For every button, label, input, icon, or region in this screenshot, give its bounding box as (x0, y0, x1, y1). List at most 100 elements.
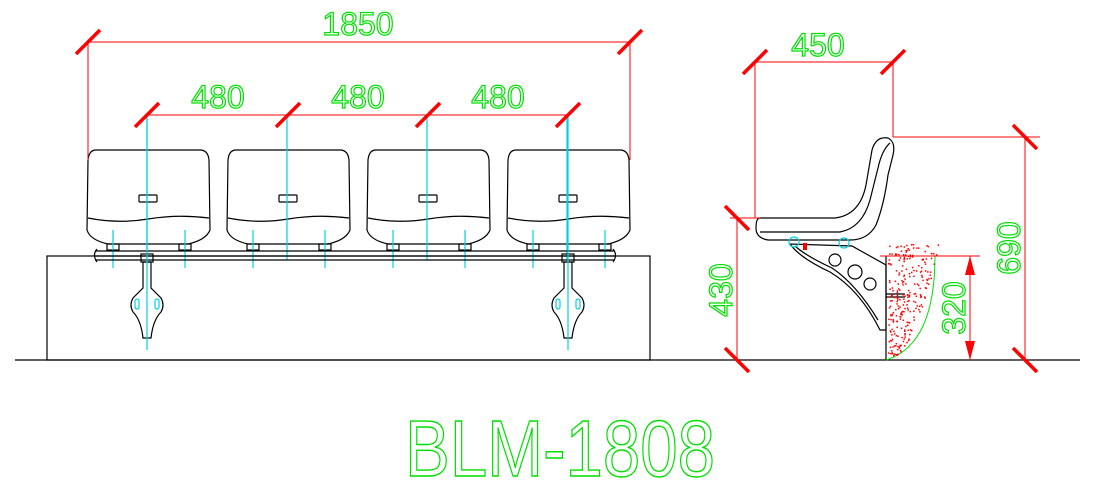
concrete-dot (922, 258, 924, 260)
concrete-dot (928, 278, 930, 280)
concrete-dot (912, 247, 915, 249)
dimension-riser-height: 320 (880, 255, 980, 360)
front-view: 1850 480 480 480 (46, 5, 651, 361)
concrete-dot (899, 315, 901, 318)
concrete-dot (890, 318, 892, 321)
concrete-dot (908, 249, 910, 251)
dimension-overall-width: 1850 (74, 5, 644, 160)
leg (551, 115, 585, 350)
concrete-dot (901, 270, 903, 272)
dimension-label-690: 690 (991, 221, 1027, 274)
concrete-dot (910, 244, 913, 246)
concrete-dot (904, 334, 906, 336)
concrete-dot (890, 264, 892, 266)
concrete-dot (908, 294, 911, 296)
concrete-dot (900, 250, 903, 252)
concrete-dot (894, 353, 896, 356)
concrete-dot (906, 341, 908, 344)
concrete-dot (888, 259, 891, 261)
seat (86, 115, 211, 268)
model-title: BLM-1808 (405, 404, 715, 493)
concrete-dot (901, 280, 903, 282)
seat (366, 115, 491, 268)
concrete-dot (922, 279, 924, 282)
concrete-dot (926, 245, 928, 247)
seat-shell-inner (760, 142, 891, 233)
concrete-dot (903, 311, 905, 313)
concrete-dot (927, 271, 929, 273)
concrete-dot (891, 350, 893, 352)
bracket-hole (847, 264, 863, 280)
concrete-dot (900, 313, 902, 316)
concrete-dot (891, 295, 893, 297)
concrete-dot (897, 335, 899, 337)
concrete-dot (902, 310, 904, 313)
concrete-dot (913, 300, 915, 303)
concrete-dot (937, 244, 940, 246)
concrete-edge (885, 255, 936, 361)
concrete-dot (904, 330, 906, 332)
concrete-dot (925, 287, 928, 290)
concrete-dot (909, 254, 912, 256)
side-view: 450 690 430 320 (702, 26, 1040, 374)
concrete-dot (899, 349, 902, 352)
concrete-dot (893, 354, 895, 357)
concrete-dot (901, 314, 903, 316)
concrete-dot (909, 310, 911, 313)
concrete-dot (926, 279, 929, 281)
concrete-dot (903, 246, 906, 248)
concrete-dot (889, 339, 892, 342)
concrete-dot (933, 263, 935, 265)
concrete-dot (909, 291, 911, 294)
concrete-dot (924, 250, 926, 253)
concrete-dot (895, 308, 897, 311)
support-bracket (788, 243, 887, 331)
concrete-dot (902, 280, 905, 283)
concrete-dot (897, 353, 899, 355)
concrete-dot (918, 265, 920, 267)
concrete-dot (901, 265, 904, 267)
concrete-dot (898, 259, 901, 261)
concrete-dot (895, 270, 898, 272)
concrete-dot (902, 254, 905, 256)
concrete-dot (907, 307, 909, 309)
concrete-dot (919, 311, 921, 313)
concrete-dot (888, 341, 891, 343)
concrete-dot (899, 345, 901, 347)
concrete-dot (924, 270, 927, 272)
concrete-dot (896, 291, 899, 294)
seat-shell (226, 149, 351, 245)
concrete-dot (909, 333, 911, 336)
concrete-dot (911, 266, 914, 269)
concrete-dot (898, 272, 901, 274)
concrete-dot (908, 322, 911, 324)
concrete-dot (893, 353, 895, 355)
concrete-dot (904, 307, 906, 310)
concrete-dot (915, 307, 917, 310)
seat-shell (366, 149, 491, 245)
concrete-dot (903, 301, 906, 303)
concrete-dot (899, 344, 901, 347)
concrete-dot (903, 274, 906, 276)
dimension-seat-pitch: 480 480 480 (133, 78, 582, 129)
concrete-dot (891, 294, 893, 296)
concrete-dot (913, 293, 915, 295)
concrete-dot (924, 263, 927, 265)
concrete-dot (925, 258, 928, 260)
concrete-dot (904, 295, 906, 297)
concrete-dot (895, 246, 898, 249)
concrete-dot (919, 271, 922, 273)
concrete-dot (889, 288, 891, 290)
concrete-dot (897, 299, 899, 301)
concrete-dot (908, 272, 911, 275)
concrete-dot (891, 253, 893, 255)
concrete-dot (903, 257, 905, 260)
concrete-dot (906, 324, 909, 326)
concrete-dot (913, 319, 915, 321)
dimension-label-1850: 1850 (322, 6, 393, 42)
concrete-dot (920, 296, 922, 298)
concrete-dot (890, 352, 892, 355)
dimension-label-pitch-1: 480 (191, 79, 244, 115)
concrete-dot (933, 253, 935, 255)
concrete-dot (906, 321, 908, 324)
